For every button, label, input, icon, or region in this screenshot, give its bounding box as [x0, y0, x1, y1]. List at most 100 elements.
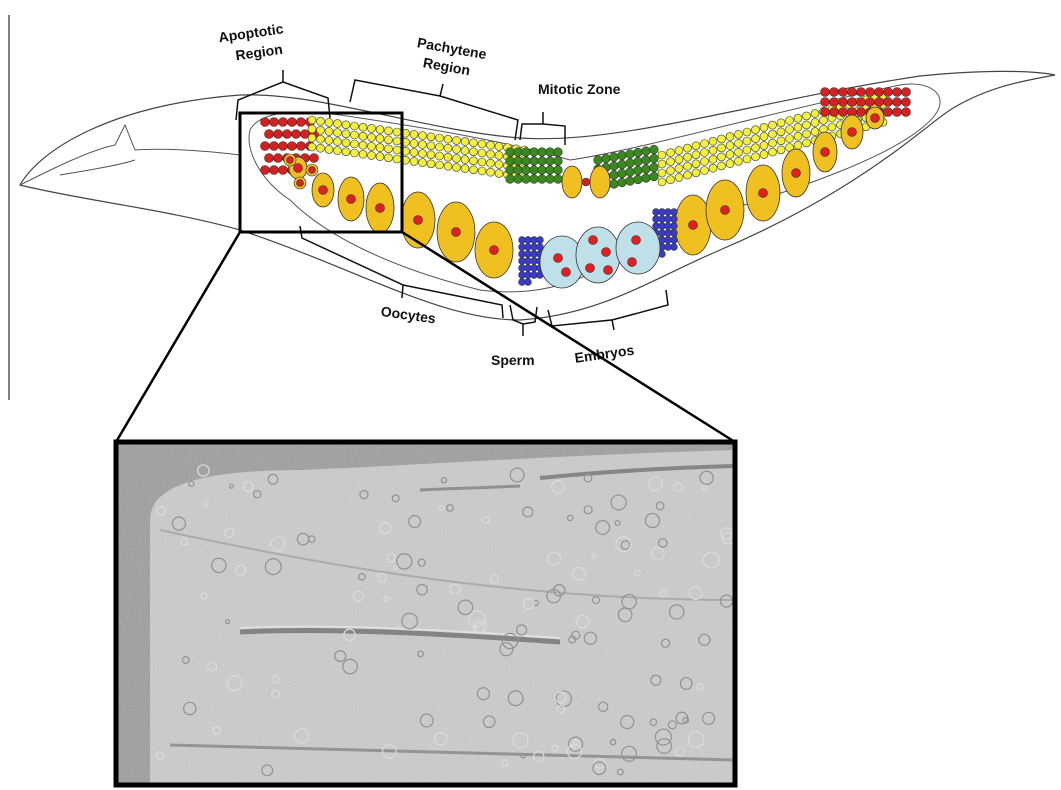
pachytene-cell — [692, 151, 700, 159]
mitotic-cell — [626, 177, 635, 186]
apoptotic-cell — [821, 98, 830, 107]
pachytene-cell — [667, 176, 675, 184]
pachytene-cell — [726, 133, 734, 141]
apoptotic-cell — [265, 154, 274, 163]
pachytene-cell — [453, 136, 461, 144]
pachytene-cell — [794, 132, 802, 140]
apoptotic-cell — [830, 108, 839, 117]
embryo — [616, 222, 660, 274]
apoptotic-cell — [821, 88, 830, 97]
mitotic-cell — [546, 166, 555, 175]
oocyte-nucleus — [294, 164, 303, 173]
pachytene-cell — [308, 134, 316, 142]
pachytene-cell — [794, 141, 802, 149]
mitotic-cell — [650, 145, 659, 154]
distal-tip-cell — [562, 166, 582, 198]
apoptotic-cell — [893, 108, 902, 117]
apoptotic-cell — [261, 166, 270, 175]
mitotic-cell — [530, 148, 539, 157]
pachytene-cell — [385, 127, 393, 135]
pharynx-outline — [20, 125, 240, 185]
pachytene-cell — [709, 146, 717, 154]
oocyte-nucleus — [759, 189, 768, 198]
apoptotic-cell — [288, 142, 297, 151]
embryo-nucleus — [602, 248, 611, 257]
pachytene-cell — [658, 160, 666, 168]
pachytene-cell — [334, 147, 342, 155]
pachytene-cell — [495, 160, 503, 168]
pachytene-cell — [359, 123, 367, 131]
embryo-nucleus — [632, 236, 641, 245]
pachytene-cell — [351, 140, 359, 148]
oocyte-nucleus — [848, 128, 857, 137]
pachytene-cell — [811, 110, 819, 118]
pachytene-cell — [667, 167, 675, 175]
pachytene-cell — [427, 142, 435, 150]
pachytene-cell — [325, 127, 333, 135]
pachytene-cell — [351, 131, 359, 139]
mitotic-cell — [546, 148, 555, 157]
pachytene-cell — [803, 139, 811, 147]
zoom-connector-left — [116, 232, 240, 442]
apoptotic-cell — [821, 108, 830, 117]
mitotic-cell — [602, 154, 611, 163]
pachytene-cell — [478, 149, 486, 157]
pachytene-cell — [684, 162, 692, 170]
apoptotic-cell — [857, 88, 866, 97]
sperm-cell — [671, 244, 678, 251]
mitotic-cell — [618, 178, 627, 187]
apoptotic-cell — [884, 88, 893, 97]
mitotic-cell — [506, 166, 515, 175]
apoptotic-cell — [830, 98, 839, 107]
pachytene-cell — [325, 136, 333, 144]
pachytene-cell — [427, 160, 435, 168]
pachytene-cell — [726, 151, 734, 159]
mitotic-cell — [522, 148, 531, 157]
pachytene-cell — [769, 121, 777, 129]
pachytene-cell — [342, 139, 350, 147]
pachytene-cell — [478, 140, 486, 148]
pachytene-cell — [444, 135, 452, 143]
pachytene-cell — [735, 148, 743, 156]
pachytene-cell — [769, 130, 777, 138]
mitotic-cell — [506, 175, 515, 184]
apoptotic-cell — [265, 130, 274, 139]
pachytene-cell — [376, 153, 384, 161]
sperm-cell — [671, 209, 678, 216]
oocyte-nucleus — [452, 228, 461, 237]
sperm-label: Sperm — [491, 352, 535, 368]
mitotic-cell — [650, 163, 659, 172]
sperm-cell — [671, 223, 678, 230]
pachytene-cell — [709, 155, 717, 163]
apoptotic-cell — [261, 142, 270, 151]
pachytene-cell — [701, 149, 709, 157]
pachytene-cell — [487, 141, 495, 149]
pachytene-cell — [385, 145, 393, 153]
pachytene-cell — [828, 123, 836, 131]
pachytene-cell — [735, 139, 743, 147]
apoptotic-cell — [857, 98, 866, 107]
pachytene-cell — [658, 169, 666, 177]
pachytene-cell — [743, 137, 751, 145]
pachytene-cell — [684, 153, 692, 161]
apoptotic-cell — [292, 130, 301, 139]
pachytene-cell — [760, 132, 768, 140]
pachytene-cell — [495, 151, 503, 159]
pachytene-cell — [342, 121, 350, 129]
apoptotic-cell — [270, 142, 279, 151]
pachytene-cell — [317, 117, 325, 125]
apoptotic-cell — [893, 88, 902, 97]
pachytene-cell — [701, 140, 709, 148]
pachytene-cell — [470, 148, 478, 156]
oocyte-nucleus — [376, 204, 385, 213]
pachytene-cell — [334, 120, 342, 128]
pachytene-cell — [735, 157, 743, 165]
pachytene-cell — [308, 125, 316, 133]
mitotic-cell — [634, 148, 643, 157]
apoptotic-cell — [884, 98, 893, 107]
pachytene-cell — [427, 133, 435, 141]
pachytene-cell — [684, 171, 692, 179]
mitotic-cell — [522, 157, 531, 166]
mitotic-cell — [554, 148, 563, 157]
pachytene-cell — [718, 135, 726, 143]
